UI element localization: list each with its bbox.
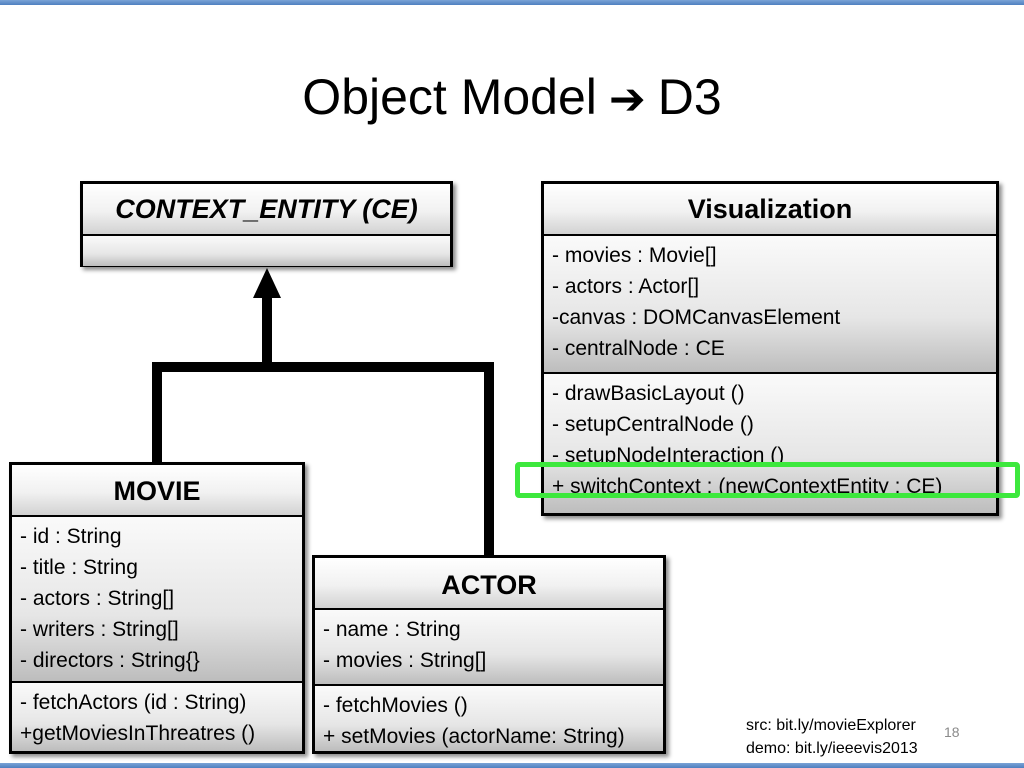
visualization-attribute: - movies : Movie[]	[552, 244, 717, 267]
movie-method: - fetchActors (id : String)	[20, 691, 247, 714]
actor-method: + setMovies (actorName: String)	[323, 725, 625, 748]
class-actor-name: ACTOR	[315, 558, 663, 610]
class-movie-methods: - fetchActors (id : String) +getMoviesIn…	[12, 681, 302, 751]
class-visualization-methods: - drawBasicLayout () - setupCentralNode …	[544, 372, 996, 513]
class-actor: ACTOR - name : String - movies : String[…	[312, 555, 666, 754]
movie-attribute: - title : String	[20, 556, 138, 579]
movie-attribute: - writers : String[]	[20, 618, 179, 641]
class-movie-attributes: - id : String - title : String - actors …	[12, 517, 302, 681]
movie-inheritance-line	[152, 290, 272, 465]
movie-attribute: - directors : String{}	[20, 649, 200, 672]
actor-attribute: - name : String	[323, 618, 461, 641]
visualization-attribute: - centralNode : CE	[552, 337, 725, 360]
class-visualization-name: Visualization	[544, 184, 996, 236]
class-movie: MOVIE - id : String - title : String - a…	[9, 462, 305, 754]
actor-inheritance-line	[267, 362, 494, 558]
demo-link-text: demo: bit.ly/ieeevis2013	[746, 740, 918, 757]
visualization-method-switch-context: + switchContext : (newContextEntity : CE…	[552, 475, 943, 498]
class-context-entity-name: CONTEXT_ENTITY (CE)	[83, 184, 450, 236]
class-movie-name: MOVIE	[12, 465, 302, 517]
movie-method: +getMoviesInThreatres ()	[20, 722, 256, 745]
source-link-text: src: bit.ly/movieExplorer	[746, 717, 916, 734]
class-actor-methods: - fetchMovies () + setMovies (actorName:…	[315, 684, 663, 751]
visualization-attribute: - actors : Actor[]	[552, 275, 700, 298]
class-context-entity-body	[83, 236, 450, 266]
slide-title: Object Model➔D3	[0, 62, 1024, 135]
class-actor-attributes: - name : String - movies : String[]	[315, 610, 663, 684]
movie-attribute: - id : String	[20, 525, 122, 548]
visualization-method: - setupCentralNode ()	[552, 413, 754, 436]
class-visualization: Visualization - movies : Movie[] - actor…	[541, 181, 999, 516]
visualization-method: - setupNodeInteraction ()	[552, 444, 785, 467]
page-number: 18	[944, 724, 960, 740]
actor-attribute: - movies : String[]	[323, 649, 487, 672]
bottom-accent-bar	[0, 763, 1024, 768]
class-context-entity: CONTEXT_ENTITY (CE)	[80, 181, 453, 267]
switch-context-highlight-box	[515, 462, 1020, 498]
title-left-text: Object Model	[302, 69, 597, 125]
visualization-attribute: -canvas : DOMCanvasElement	[552, 306, 841, 329]
inheritance-arrowhead	[253, 268, 281, 298]
movie-attribute: - actors : String[]	[20, 587, 175, 610]
actor-method: - fetchMovies ()	[323, 694, 468, 717]
right-arrow-icon: ➔	[608, 75, 646, 124]
top-accent-bar	[0, 0, 1024, 5]
title-right-text: D3	[657, 69, 722, 125]
visualization-method: - drawBasicLayout ()	[552, 382, 745, 405]
class-visualization-attributes: - movies : Movie[] - actors : Actor[] -c…	[544, 236, 996, 372]
source-links: src: bit.ly/movieExplorer demo: bit.ly/i…	[746, 714, 918, 760]
